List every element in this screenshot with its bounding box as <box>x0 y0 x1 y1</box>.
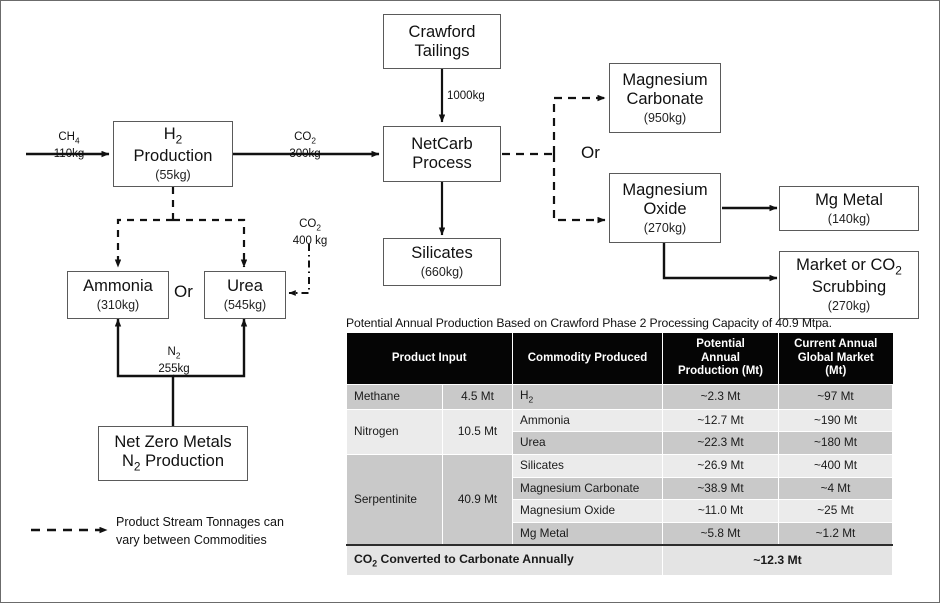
cell-input-name: Methane <box>346 383 443 410</box>
cell-total-label: CO2 Converted to Carbonate Annually <box>346 544 663 576</box>
node-title-line2: N2 Production <box>122 452 224 474</box>
table-body: Methane 4.5 Mt H2 ~2.3 Mt ~97 Mt Nitroge… <box>346 383 893 576</box>
column-header-product-input: Product Input <box>346 333 513 385</box>
cell-production: ~2.3 Mt <box>662 383 779 410</box>
cell-commodity: Urea <box>512 431 663 455</box>
edge-label-n2-255kg: N2 255kg <box>158 346 190 375</box>
node-qty: (950kg) <box>643 110 687 125</box>
node-title: Net Zero Metals <box>114 433 232 452</box>
node-title: Magnesium <box>622 180 708 199</box>
node-qty: (660kg) <box>420 265 464 280</box>
column-header-potential-annual-production: Potential Annual Production (Mt) <box>662 333 779 385</box>
node-title: Ammonia <box>83 277 153 296</box>
node-qty: (55kg) <box>155 168 191 183</box>
node-title: NetCarb <box>411 135 473 154</box>
legend-line-2: vary between Commodities <box>116 533 267 548</box>
cell-production: ~5.8 Mt <box>662 521 779 546</box>
table-row: Methane 4.5 Mt H2 ~2.3 Mt ~97 Mt <box>346 383 893 410</box>
or-label-carbonate-oxide: Or <box>581 143 600 162</box>
node-magnesium-oxide[interactable]: Magnesium Oxide (270kg) <box>609 173 721 243</box>
cell-commodity: Mg Metal <box>512 521 663 546</box>
table-row: Nitrogen 10.5 Mt Ammonia ~12.7 Mt ~190 M… <box>346 408 893 455</box>
edge-label-tailings-1000kg: 1000kg <box>447 90 485 102</box>
cell-market: ~97 Mt <box>778 383 893 410</box>
node-title: Mg Metal <box>815 190 883 209</box>
cell-market: ~400 Mt <box>778 453 893 478</box>
cell-production: ~11.0 Mt <box>662 499 779 523</box>
cell-total-value: ~12.3 Mt <box>662 544 893 576</box>
node-mg-metal[interactable]: Mg Metal (140kg) <box>779 186 919 231</box>
node-silicates[interactable]: Silicates (660kg) <box>383 238 501 286</box>
cell-commodity: Ammonia <box>512 408 663 433</box>
table-row: Magnesium Carbonate ~38.9 Mt ~4 Mt <box>347 476 893 501</box>
cell-production: ~38.9 Mt <box>662 476 779 501</box>
table-row: Mg Metal ~5.8 Mt ~1.2 Mt <box>347 521 893 546</box>
cell-commodity: Silicates <box>512 453 663 478</box>
node-urea[interactable]: Urea (545kg) <box>204 271 286 319</box>
edge-label-ch4: CH4 110kg <box>53 131 85 160</box>
table-row: Urea ~22.3 Mt ~180 Mt <box>347 431 893 455</box>
cell-input-qty: 4.5 Mt <box>442 383 513 410</box>
edge-label-co2-300kg: CO2 300kg <box>289 131 321 160</box>
node-title-line2: Process <box>412 154 472 172</box>
node-magnesium-carbonate[interactable]: Magnesium Carbonate (950kg) <box>609 63 721 133</box>
cell-production: ~12.7 Mt <box>662 408 779 433</box>
node-title-line2: Carbonate <box>626 89 704 108</box>
node-title: Market or CO2 <box>796 256 902 278</box>
node-crawford-tailings[interactable]: Crawford Tailings <box>383 14 501 69</box>
node-ammonia[interactable]: Ammonia (310kg) <box>67 271 169 319</box>
cell-commodity: Magnesium Oxide <box>512 499 663 523</box>
cell-market: ~4 Mt <box>778 476 893 501</box>
production-table: Product Input Commodity Produced Potenti… <box>346 333 893 576</box>
node-title: Magnesium <box>622 70 708 89</box>
table-row: Magnesium Oxide ~11.0 Mt ~25 Mt <box>347 499 893 523</box>
legend-description: Product Stream Tonnages can vary between… <box>116 513 316 549</box>
node-qty: (545kg) <box>223 298 267 313</box>
column-header-commodity-produced: Commodity Produced <box>512 333 663 385</box>
cell-production: ~26.9 Mt <box>662 453 779 478</box>
cell-market: ~190 Mt <box>778 408 893 433</box>
node-qty: (140kg) <box>827 211 871 226</box>
cell-commodity: Magnesium Carbonate <box>512 476 663 501</box>
node-title-line2: Scrubbing <box>811 278 887 297</box>
node-title-line2: Oxide <box>643 199 687 218</box>
cell-input-name: Serpentinite <box>346 453 443 546</box>
node-netcarb-process[interactable]: NetCarb Process <box>383 126 501 182</box>
node-title: H2 <box>163 125 183 147</box>
node-title: Crawford <box>408 22 476 41</box>
production-table-block: Potential Annual Production Based on Cra… <box>346 316 893 576</box>
cell-market: ~1.2 Mt <box>778 521 893 546</box>
cell-input-name: Nitrogen <box>346 408 443 455</box>
node-title-line2: Tailings <box>414 41 470 60</box>
node-market-or-co2-scrubbing[interactable]: Market or CO2 Scrubbing (270kg) <box>779 251 919 319</box>
node-h2-production[interactable]: H2 Production (55kg) <box>113 121 233 187</box>
cell-production: ~22.3 Mt <box>662 431 779 455</box>
node-qty: (270kg) <box>827 299 871 314</box>
cell-market: ~180 Mt <box>778 431 893 455</box>
table-caption: Potential Annual Production Based on Cra… <box>346 316 832 330</box>
legend-line-1: Product Stream Tonnages can <box>116 515 284 529</box>
node-qty: (310kg) <box>96 298 140 313</box>
table-row: Serpentinite 40.9 Mt Silicates ~26.9 Mt … <box>346 453 893 546</box>
node-title: Silicates <box>411 244 473 263</box>
node-net-zero-metals-n2-production[interactable]: Net Zero Metals N2 Production <box>98 426 248 481</box>
cell-input-qty: 10.5 Mt <box>442 408 513 455</box>
table-total-row: CO2 Converted to Carbonate Annually ~12.… <box>346 544 893 576</box>
cell-commodity: H2 <box>512 383 663 410</box>
edge-label-co2-400kg: CO2 400 kg <box>292 218 328 247</box>
or-label-ammonia-urea: Or <box>174 282 193 301</box>
table-header-row: Product Input Commodity Produced Potenti… <box>346 333 893 385</box>
node-qty: (270kg) <box>643 220 687 235</box>
column-header-current-annual-global-market: Current Annual Global Market (Mt) <box>778 333 893 385</box>
cell-input-qty: 40.9 Mt <box>442 453 513 546</box>
cell-market: ~25 Mt <box>778 499 893 523</box>
node-title-line2: Production <box>133 147 213 166</box>
node-title: Urea <box>227 277 263 296</box>
